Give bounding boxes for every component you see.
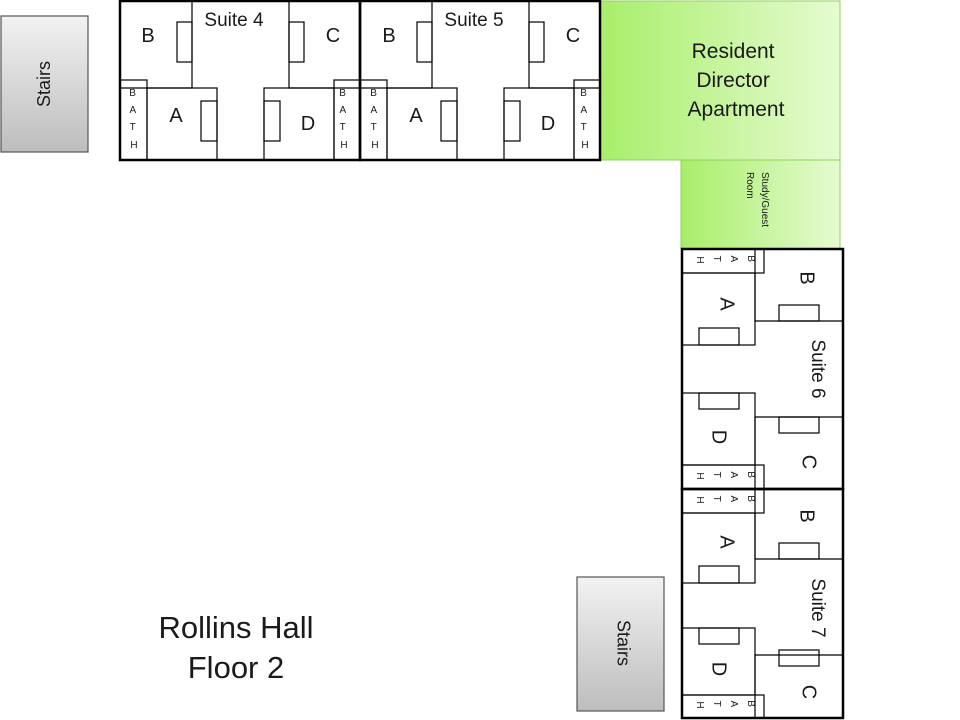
suite-6-bath-top: B A T H: [694, 255, 756, 264]
suite-6-bath-bottom: B A T H: [694, 471, 756, 480]
suite-5-room-a: A: [409, 105, 423, 127]
suite-5-desk-b: [416, 21, 433, 63]
suite-7-title: Suite 7: [807, 578, 828, 637]
suite-6-title: Suite 6: [807, 339, 828, 398]
suite-7-desk-c: [778, 649, 820, 667]
suite-7-room-c: C: [798, 685, 820, 699]
stairs-left: Stairs: [0, 15, 89, 153]
study-room-label-line2: Room: [744, 172, 755, 199]
suite-7-desk-a: [698, 565, 740, 584]
suite-7-desk-b: [778, 542, 820, 560]
suite-7-room-a: A: [716, 535, 738, 549]
suite-4-bath-right: B A T H: [339, 88, 348, 151]
suite-4-desk-a: [200, 100, 218, 142]
suite-6-room-a: A: [716, 297, 738, 311]
suite-7-bath-bottom: B A T H: [694, 700, 756, 709]
suite-4-room-b: B: [141, 25, 154, 47]
suite-4-desk-d: [263, 100, 281, 142]
suite-6-desk-c: [778, 416, 820, 434]
suite-7-room-d: D: [708, 662, 730, 676]
suite-4-desk-c: [288, 21, 305, 63]
suite-5: [358, 0, 602, 162]
suite-7-desk-d: [698, 627, 740, 645]
suite-4-bath-left: B A T H: [129, 88, 138, 151]
suite-5-room-d: D: [541, 113, 555, 135]
apartment-label-line1: Resident: [692, 40, 775, 63]
svg-text:Study/Guest Room: Study/Guest Room: [744, 172, 770, 230]
study-room-label-line1: Study/Guest: [759, 172, 770, 227]
study-guest-room: Study/Guest Room: [680, 159, 841, 250]
suite-5-room-c: C: [566, 25, 580, 47]
suite-6-desk-a: [698, 327, 740, 346]
floor-title-building: Rollins Hall: [158, 610, 314, 645]
stairs-left-label: Stairs: [34, 61, 54, 107]
suite-4-room-c: C: [326, 25, 340, 47]
suite-6-desk-d: [698, 392, 740, 410]
suite-5-desk-d: [503, 100, 521, 142]
suite-6-room-d: D: [708, 430, 730, 444]
suite-4-room-a: A: [169, 105, 183, 127]
suite-4-title: Suite 4: [204, 10, 264, 31]
suite-7-bath-top: B A T H: [694, 495, 756, 504]
suite-7: [680, 487, 845, 720]
suite-5-desk-a: [440, 100, 458, 142]
floor-title: Rollins Hall Floor 2: [130, 608, 342, 688]
stairs-right: Stairs: [576, 576, 665, 712]
suite-5-bath-left: B A T H: [370, 88, 379, 151]
suite-4-room-d: D: [301, 113, 315, 135]
suite-5-bath-right: B A T H: [580, 88, 589, 151]
suite-6-room-c: C: [798, 455, 820, 469]
suite-5-room-b: B: [382, 25, 395, 47]
suite-6-desk-b: [778, 304, 820, 322]
suite-5-desk-c: [528, 21, 545, 63]
apartment-label-line2: Director: [696, 69, 770, 92]
floor-title-floor: Floor 2: [187, 650, 285, 685]
svg-text:Resident Director: Resident Director Apartment: [688, 40, 785, 121]
apartment-label-line3: Apartment: [688, 98, 785, 121]
stairs-right-label: Stairs: [613, 620, 633, 666]
suite-7-room-b: B: [796, 509, 818, 522]
suite-5-title: Suite 5: [444, 10, 503, 31]
suite-4-desk-b: [176, 21, 193, 63]
suite-6-room-b: B: [796, 271, 818, 284]
resident-director-apartment: Resident Director Apartment: [599, 0, 841, 161]
